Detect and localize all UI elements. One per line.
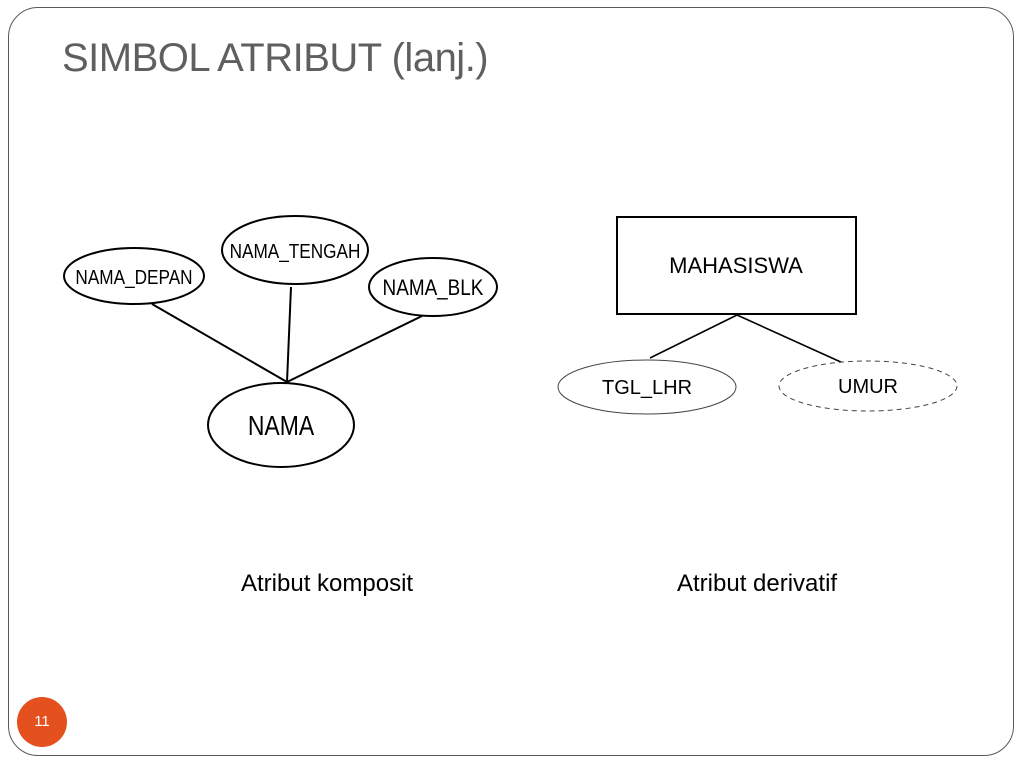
connector-nama-depan — [151, 303, 288, 383]
composite-part-nama-tengah: NAMA_TENGAH — [221, 215, 369, 285]
connector-nama-tengah — [286, 286, 292, 383]
component-label: NAMA_DEPAN — [75, 266, 192, 290]
connector-tgl-lhr — [649, 314, 738, 359]
component-label: NAMA_TENGAH — [230, 240, 361, 264]
stored-attribute-tgl-lhr: TGL_LHR — [557, 359, 737, 415]
composite-part-nama-blk: NAMA_BLK — [368, 257, 498, 317]
composite-attribute-label: NAMA — [248, 411, 315, 442]
composite-part-nama-depan: NAMA_DEPAN — [63, 247, 205, 305]
stored-attribute-label: TGL_LHR — [602, 377, 692, 399]
page-number-badge: 11 — [17, 697, 67, 747]
connector-umur — [736, 314, 844, 364]
entity-mahasiswa: MAHASISWA — [616, 216, 857, 315]
derived-connectors — [649, 314, 844, 364]
caption-composite: Atribut komposit — [241, 570, 414, 597]
connector-nama-blk — [286, 315, 423, 383]
derived-attribute-label: UMUR — [838, 376, 898, 398]
component-label: NAMA_BLK — [383, 276, 484, 301]
derived-attribute-umur: UMUR — [778, 360, 958, 412]
composite-attribute-nama: NAMA — [207, 382, 355, 468]
slide-title: SIMBOL ATRIBUT (lanj.) — [62, 36, 489, 80]
composite-connectors — [151, 286, 423, 383]
caption-derived: Atribut derivatif — [677, 570, 838, 597]
entity-label: MAHASISWA — [669, 253, 803, 278]
